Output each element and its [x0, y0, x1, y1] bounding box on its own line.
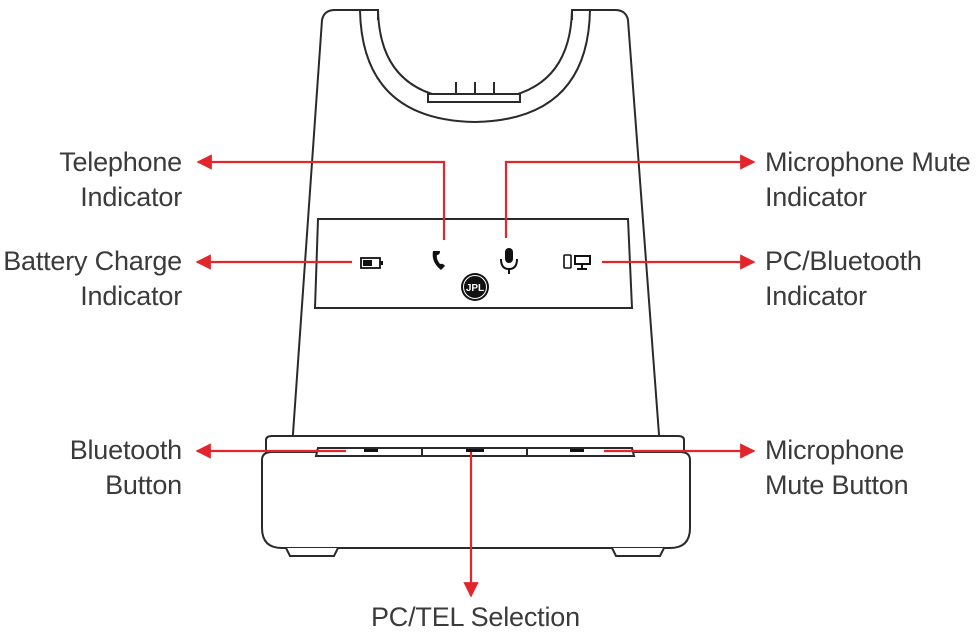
callout-arrows — [195, 154, 756, 598]
pc-tel-selection-label: PC/TEL Selection — [371, 602, 580, 632]
indicator-panel — [313, 218, 634, 309]
logo-text: JPL — [466, 283, 484, 294]
microphone-mute-button-label: Microphone Mute Button — [765, 435, 909, 500]
battery-icon — [360, 257, 383, 269]
pc-bluetooth-indicator-label: PC/Bluetooth Indicator — [765, 246, 922, 311]
base-unit — [261, 435, 691, 557]
telephone-indicator-label: Telephone Indicator — [59, 147, 182, 212]
microphone-mute-indicator-label: Microphone Mute Indicator — [765, 147, 971, 212]
arrow-microphone-mute — [504, 154, 756, 238]
arrow-telephone — [196, 154, 446, 240]
microphone-icon — [500, 248, 518, 274]
battery-charge-indicator-label: Battery Charge Indicator — [3, 246, 182, 311]
bluetooth-button-label: Bluetooth Button — [69, 435, 182, 500]
telephone-icon — [432, 251, 445, 270]
pc-bluetooth-icon — [563, 254, 591, 270]
jpl-logo — [461, 273, 489, 301]
